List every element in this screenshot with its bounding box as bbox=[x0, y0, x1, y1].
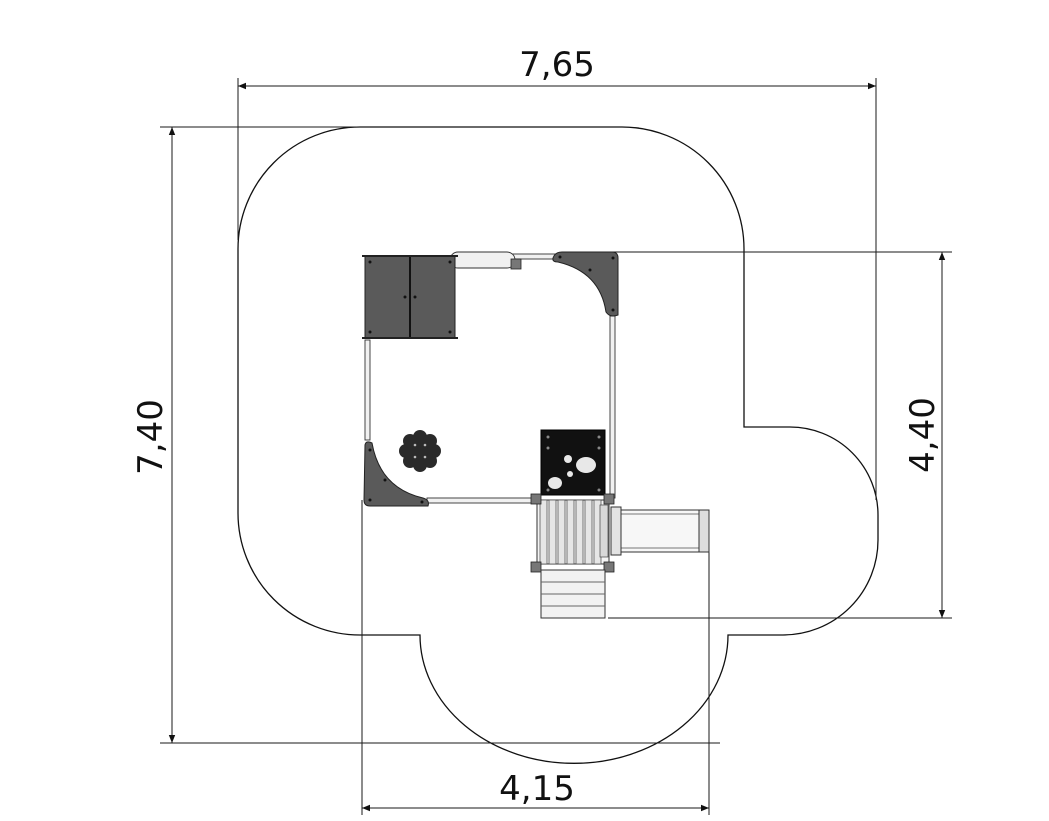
corner-panel-top-right bbox=[552, 251, 619, 317]
climbing-wall-panel bbox=[540, 429, 606, 496]
corner-panel-bottom-left bbox=[363, 441, 429, 507]
dimension-structure-width: 4,15 bbox=[499, 769, 575, 809]
roof-panel bbox=[362, 255, 458, 339]
access-steps bbox=[540, 569, 606, 619]
safety-zone-outline bbox=[237, 126, 879, 764]
perimeter-rails bbox=[364, 251, 616, 504]
deck-platform bbox=[530, 493, 615, 573]
extension-lines bbox=[160, 78, 952, 815]
dimension-structure-height: 4,40 bbox=[903, 397, 943, 473]
flower-feature bbox=[399, 430, 441, 472]
dimension-overall-width: 7,65 bbox=[519, 45, 595, 85]
dimension-overall-height: 7,40 bbox=[131, 399, 171, 475]
slide bbox=[610, 506, 710, 556]
